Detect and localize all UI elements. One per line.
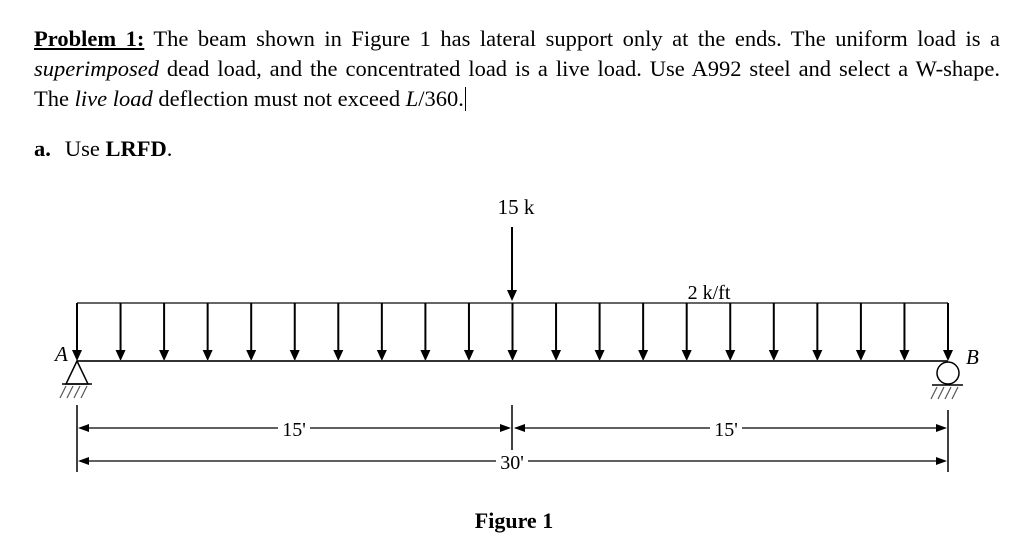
figure-caption: Figure 1 [475,508,553,533]
support-b-label: B [966,345,979,369]
part-a-period: . [166,136,173,161]
dimension-extension-lines [76,405,949,472]
problem-text: The beam shown in Figure 1 has lateral s… [144,26,1001,51]
emphasis-L: L [405,86,419,111]
part-a-text: Use [64,136,106,161]
roller-support-icon [930,361,963,400]
distributed-load-arrows [72,303,953,361]
pin-support-icon [59,359,92,399]
problem-statement: Problem 1: The beam shown in Figure 1 ha… [34,24,1000,114]
problem-heading: Problem 1: [34,26,145,51]
text-cursor [464,87,466,111]
part-a-method: LRFD [105,136,167,161]
problem-text: /360. [418,86,464,111]
emphasis-superimposed: superimposed [34,56,159,81]
dimension-left-span: 15' [78,419,511,441]
dim-total-label: 30' [500,452,524,474]
problem-text: deflection must not exceed [152,86,406,111]
emphasis-live-load: live load [74,86,153,111]
distributed-load-label: 2 k/ft [688,282,731,304]
problem-text: dead load, and the concentrated load is … [34,56,1000,111]
dimension-total-span: 30' [78,452,947,474]
dim-left-label: 15' [282,419,306,441]
dim-right-label: 15' [714,419,738,441]
part-a-label: a. [34,136,51,161]
dimension-right-span: 15' [514,419,947,441]
point-load-label: 15 k [498,195,535,219]
part-a: a. Use LRFD. [34,136,172,162]
support-a-label: A [53,342,68,366]
point-load-arrow [507,227,517,301]
